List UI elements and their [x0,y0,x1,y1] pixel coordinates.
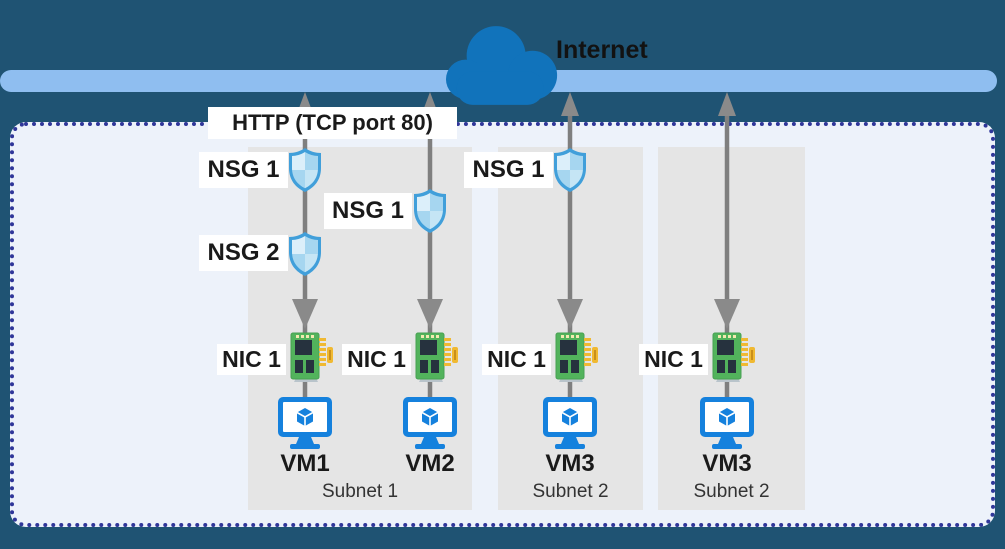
subnet-label: Subnet 2 [532,481,609,502]
arrow-up-head [718,92,736,116]
nic-label: NIC 1 [217,344,286,375]
nsg-label: NSG 1 [199,152,288,188]
subnet-2b-box: Subnet 2 [658,147,805,510]
nic-card-icon [555,332,598,382]
internet-cloud-icon [445,26,558,105]
nic-card-icon [712,332,755,382]
vm-monitor-icon [700,397,754,449]
nsg-shield-icon [289,148,321,192]
vm-label: VM2 [405,450,455,477]
vm-monitor-icon [543,397,597,449]
nsg-label: NSG 2 [199,235,288,271]
subnet-label: Subnet 2 [693,481,770,502]
nsg-shield-icon [554,148,586,192]
arrow-up-head [561,92,579,116]
nsg-shield-icon [414,189,446,233]
arrow-down-head [557,299,583,329]
nsg-label: NSG 1 [324,193,412,229]
vm-label: VM3 [702,450,752,477]
internet-label: Internet [556,36,648,64]
vm-monitor-icon [403,397,457,449]
arrow-down-head [714,299,740,329]
subnet-label: Subnet 1 [321,481,399,502]
http-rule-label: HTTP (TCP port 80) [208,107,457,139]
nsg-shield-icon [289,232,321,276]
nsg-label: NSG 1 [464,152,553,188]
nic-label: NIC 1 [639,344,708,375]
nic-card-icon [415,332,458,382]
arrow-down-head [417,299,443,329]
nic-label: NIC 1 [482,344,551,375]
vm-label: VM3 [545,450,595,477]
arrow-down-head [292,299,318,329]
vm-monitor-icon [278,397,332,449]
nic-label: NIC 1 [342,344,411,375]
nic-card-icon [290,332,333,382]
vm-label: VM1 [280,450,330,477]
